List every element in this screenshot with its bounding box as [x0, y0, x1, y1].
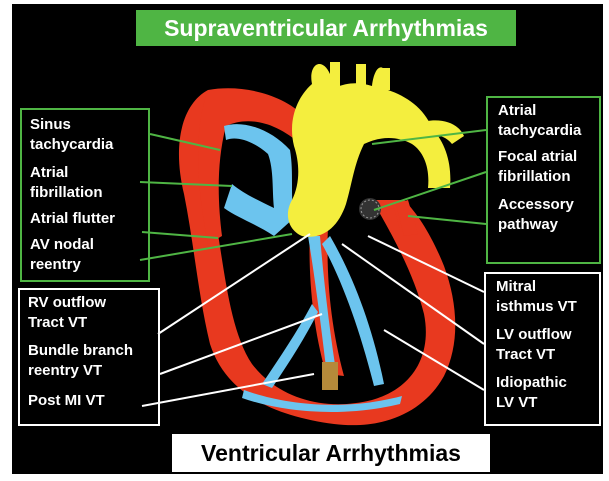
- label-idiopathic-2: LV VT: [496, 394, 537, 412]
- label-focal-atrial-fibrillation-2: fibrillation: [498, 168, 571, 186]
- label-accessory-pathway-2: pathway: [498, 216, 558, 234]
- label-mitral-isthmus-1: Mitral: [496, 278, 536, 296]
- scar-tissue: [322, 362, 338, 390]
- label-bundle-branch-2: reentry VT: [28, 362, 102, 380]
- label-av-nodal-reentry-1: AV nodal: [30, 236, 94, 254]
- label-atrial-fibrillation-1: Atrial: [30, 164, 68, 182]
- label-focal-atrial-fibrillation-1: Focal atrial: [498, 148, 577, 166]
- label-post-mi-vt: Post MI VT: [28, 392, 105, 410]
- label-bundle-branch-1: Bundle branch: [28, 342, 133, 360]
- aortic-branch-2: [356, 64, 366, 88]
- label-sinus-tachycardia-2: tachycardia: [30, 136, 113, 154]
- label-mitral-isthmus-2: isthmus VT: [496, 298, 577, 316]
- label-atrial-fibrillation-2: fibrillation: [30, 184, 103, 202]
- label-idiopathic-1: Idiopathic: [496, 374, 567, 392]
- label-accessory-pathway-1: Accessory: [498, 196, 574, 214]
- aortic-branch: [330, 62, 340, 88]
- label-atrial-tachycardia-2: tachycardia: [498, 122, 581, 140]
- label-lv-outflow-2: Tract VT: [496, 346, 555, 364]
- diagram-canvas: Supraventricular Arrhythmias Ventricular…: [12, 4, 603, 474]
- label-atrial-flutter: Atrial flutter: [30, 210, 115, 228]
- supraventricular-title: Supraventricular Arrhythmias: [136, 10, 516, 46]
- aortic-branch-3: [380, 68, 390, 90]
- ventricular-title: Ventricular Arrhythmias: [172, 434, 490, 472]
- label-rv-outflow-1: RV outflow: [28, 294, 106, 312]
- label-rv-outflow-2: Tract VT: [28, 314, 87, 332]
- label-atrial-tachycardia-1: Atrial: [498, 102, 536, 120]
- conduction-blue-atrium: [224, 124, 294, 236]
- label-lv-outflow-1: LV outflow: [496, 326, 572, 344]
- label-av-nodal-reentry-2: reentry: [30, 256, 81, 274]
- label-sinus-tachycardia-1: Sinus: [30, 116, 71, 134]
